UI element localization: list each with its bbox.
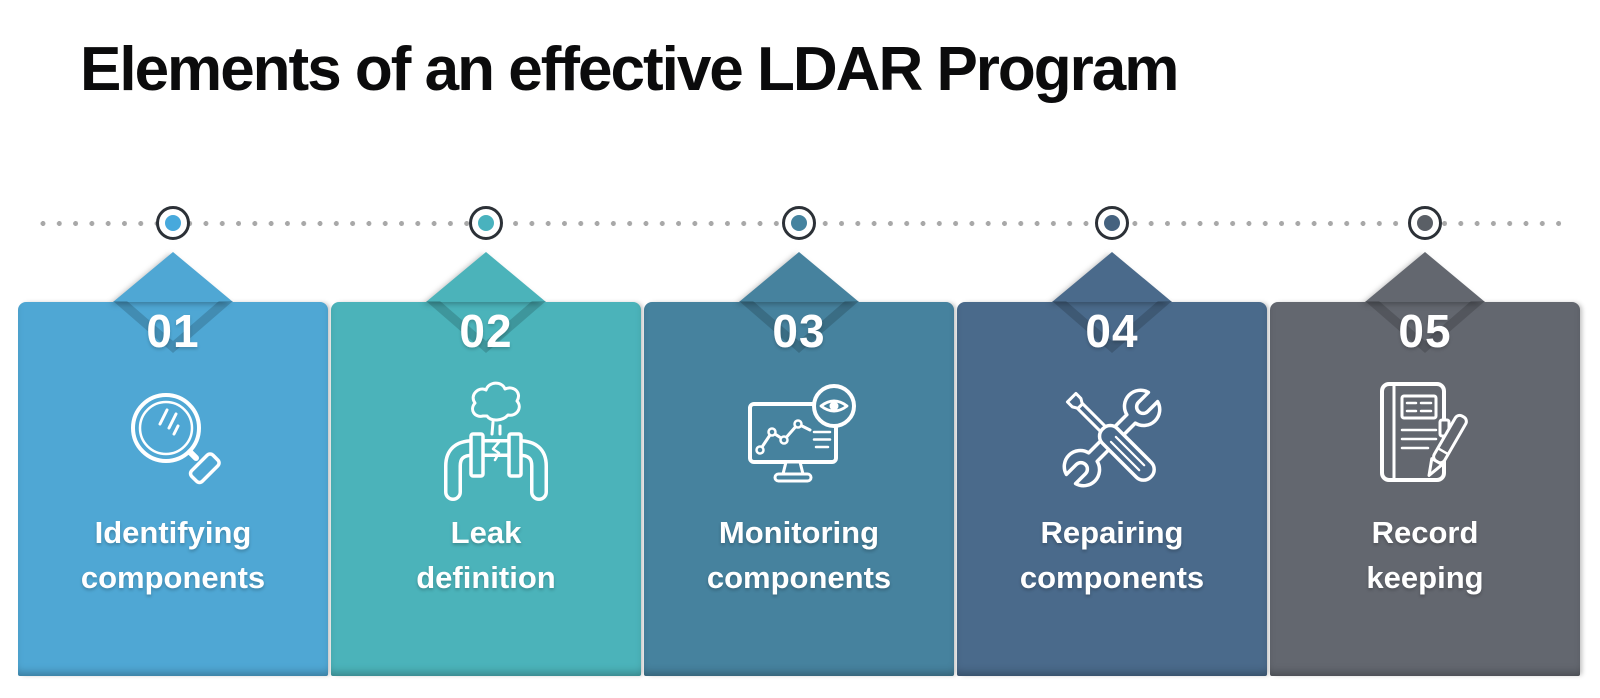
marker-dot-icon — [1417, 215, 1433, 231]
card-number: 03 — [772, 305, 826, 357]
card-label: Identifying components — [80, 515, 266, 595]
card-label: Monitoring components — [706, 515, 892, 595]
card-leak-definition: 02 Leak definition — [331, 252, 641, 676]
arrow-fold-shadow — [113, 301, 233, 353]
arrow-fold-shadow — [739, 301, 859, 353]
card-label: Repairing components — [1019, 515, 1205, 595]
arrow-up-icon — [739, 252, 859, 302]
cards-row: 01 Identifying components — [18, 252, 1580, 676]
arrow-fold-shadow — [1052, 301, 1172, 353]
marker-dot-icon — [1104, 215, 1120, 231]
card-monitoring-components: 03 — [644, 252, 954, 676]
card-number: 01 — [146, 305, 200, 357]
card-number: 02 — [459, 305, 513, 357]
monitor-chart-eye-icon — [734, 372, 864, 502]
arrow-up-icon — [1365, 252, 1485, 302]
card-identifying-components: 01 Identifying components — [18, 252, 328, 676]
notebook-pen-icon — [1360, 372, 1490, 502]
timeline-marker-5 — [1408, 206, 1442, 240]
page-title: Elements of an effective LDAR Program — [80, 35, 1179, 104]
card-number: 05 — [1398, 305, 1452, 357]
timeline-marker-4 — [1095, 206, 1129, 240]
arrow-fold-shadow — [1365, 301, 1485, 353]
screwdriver-icon — [1065, 391, 1156, 482]
leaking-pipe-icon — [421, 372, 551, 502]
marker-dot-icon — [478, 215, 494, 231]
arrow-up-icon — [113, 252, 233, 302]
timeline-marker-1 — [156, 206, 190, 240]
card-number: 04 — [1085, 305, 1139, 357]
card-record-keeping: 05 — [1270, 252, 1580, 676]
arrow-up-icon — [426, 252, 546, 302]
magnifier-search-icon — [108, 372, 238, 502]
card-label: Record keeping — [1366, 515, 1484, 595]
arrow-up-icon — [1052, 252, 1172, 302]
pen-icon — [1427, 413, 1468, 477]
timeline-marker-3 — [782, 206, 816, 240]
marker-dot-icon — [165, 215, 181, 231]
card-repairing-components: 04 — [957, 252, 1267, 676]
timeline-marker-2 — [469, 206, 503, 240]
wrench-screwdriver-icon — [1047, 372, 1177, 502]
marker-dot-icon — [791, 215, 807, 231]
card-label: Leak definition — [416, 515, 556, 595]
arrow-fold-shadow — [426, 301, 546, 353]
